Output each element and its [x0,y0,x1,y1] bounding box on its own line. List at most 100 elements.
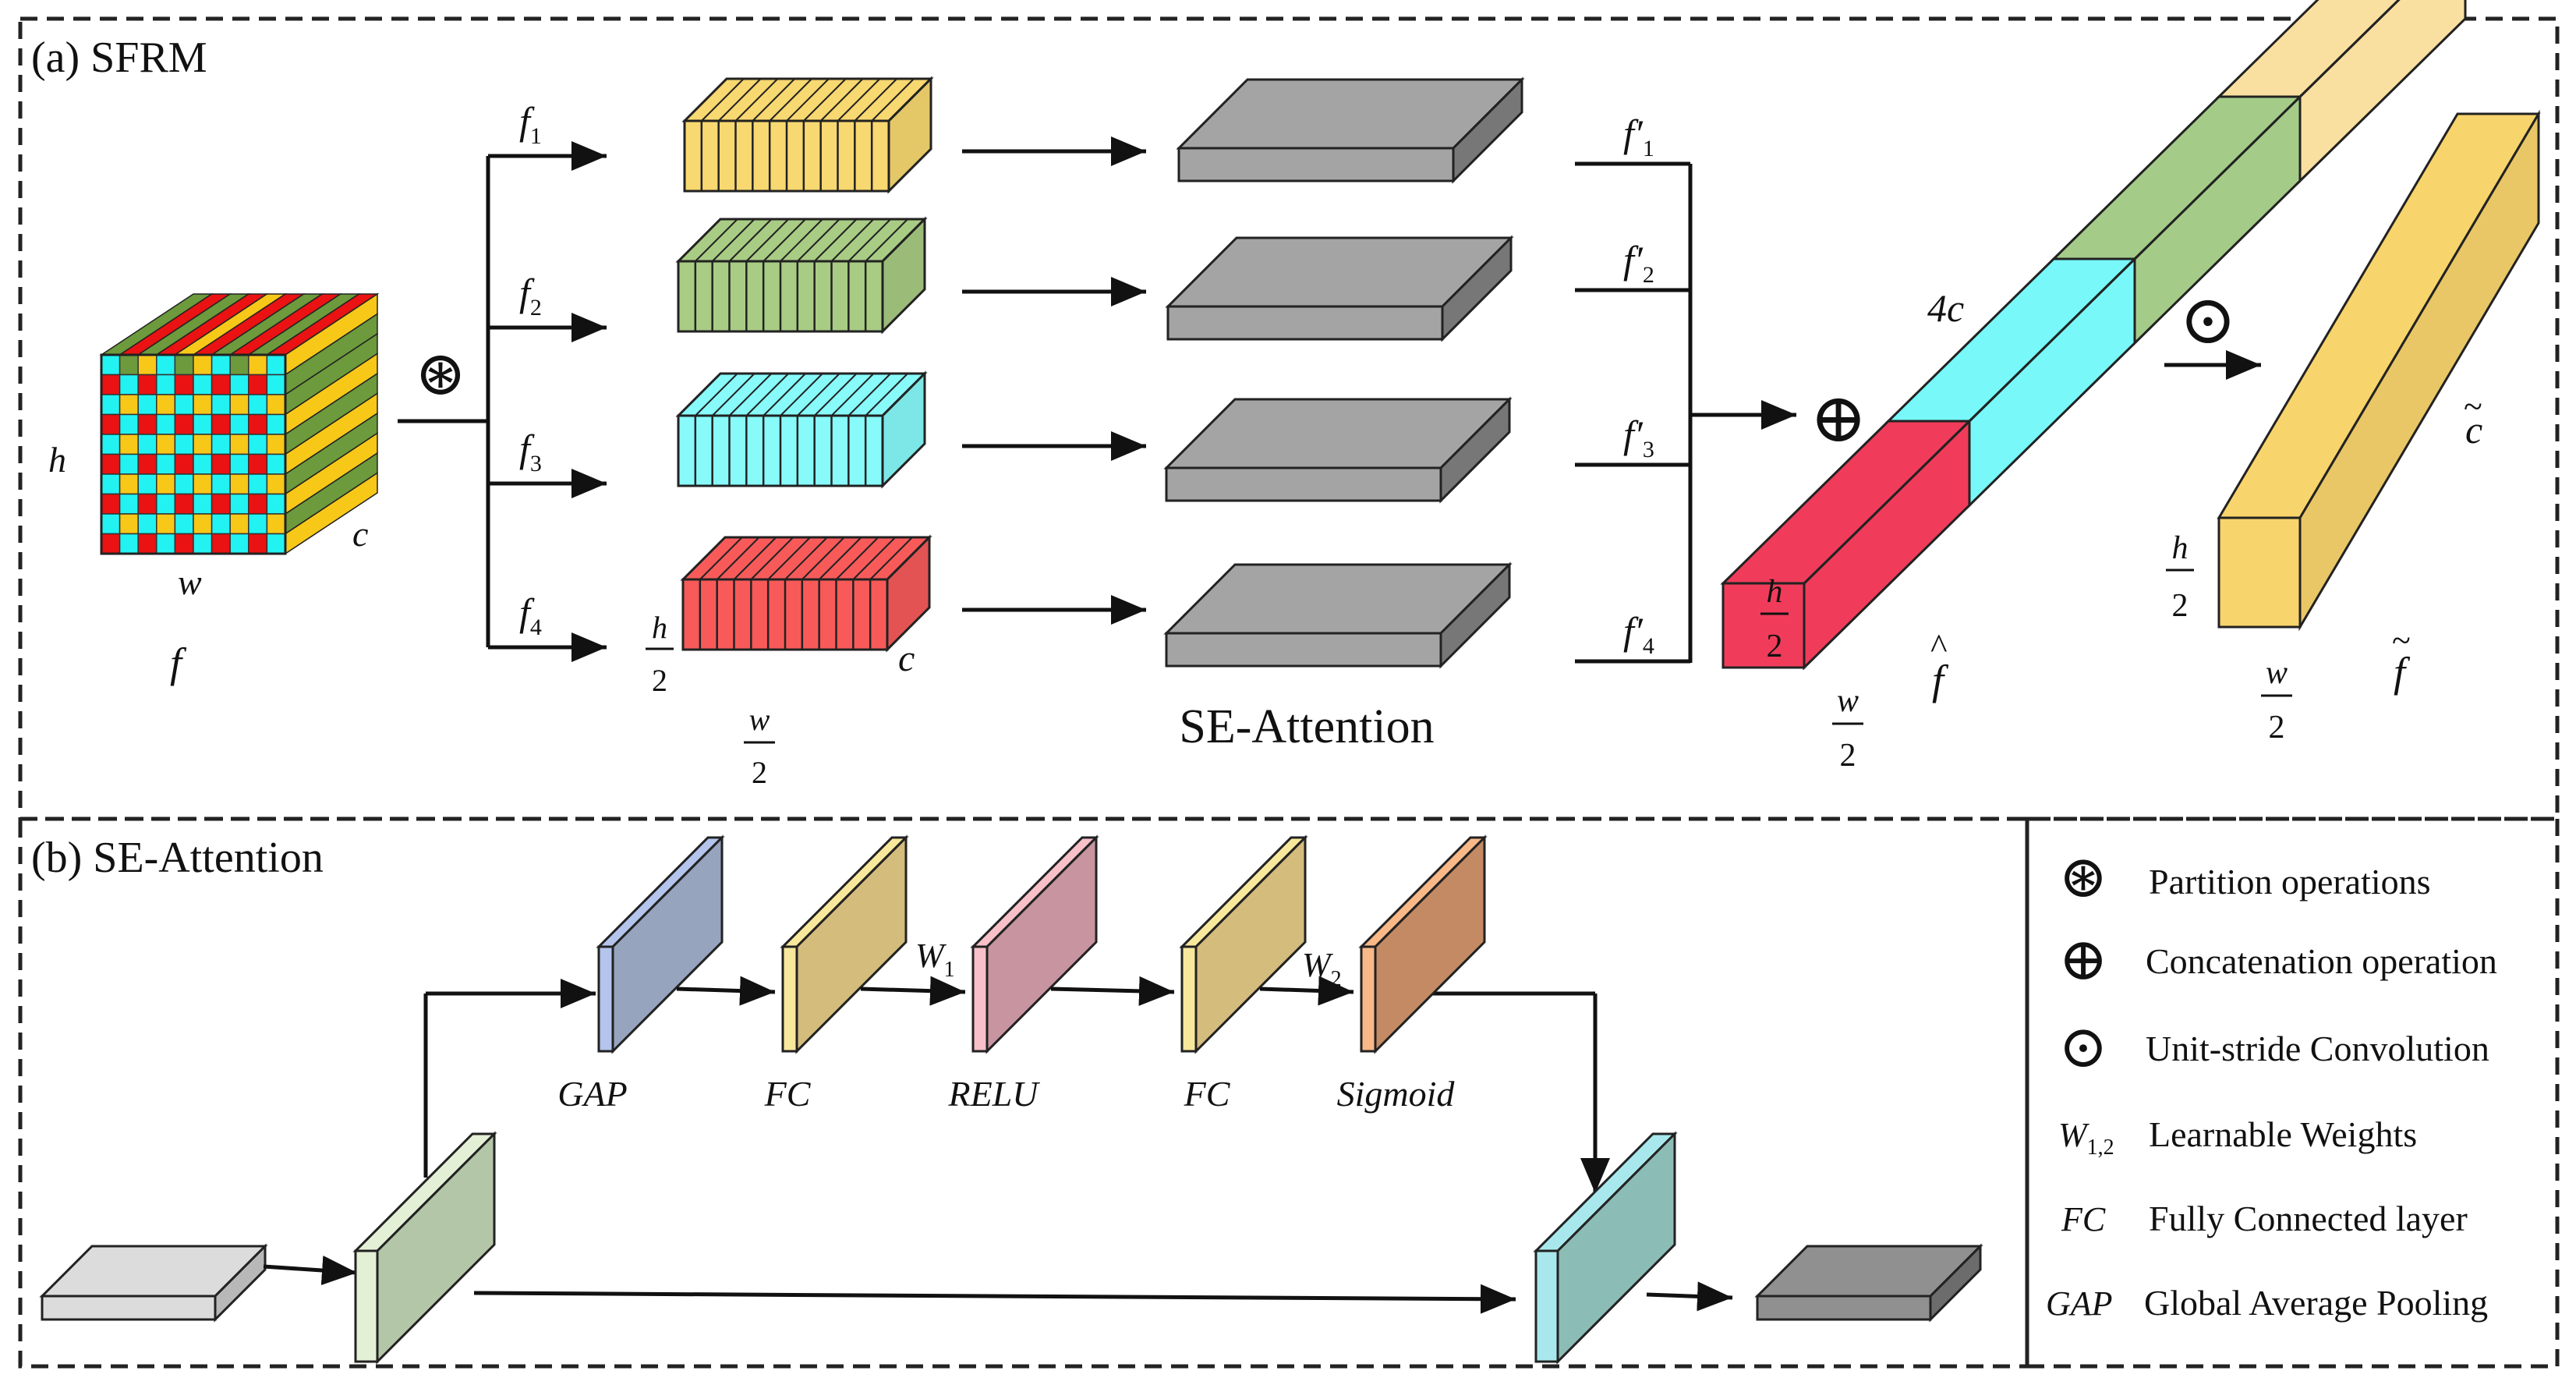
se-layer-label: GAP [557,1074,627,1114]
se-slab-1-front [1177,147,1455,182]
branch-f4-label: f4 [519,590,542,640]
legend-weights-text: Learnable Weights [2149,1114,2417,1154]
conv-icon: ⊙ [2179,283,2237,359]
split-block-stripe-top [865,218,908,262]
se-feature-front [354,1249,379,1363]
input-cube-cell [193,434,213,455]
se-skip-arrow [473,1284,1516,1314]
input-cube-cell [174,354,194,376]
split-block-stripe-top [695,218,738,262]
input-cube-cell [266,453,286,475]
input-cube-cell [193,413,213,435]
se-slab-1 [1176,76,1525,184]
input-cube-cell [137,354,157,376]
input-cube-cell [193,473,213,495]
input-cube-cell [119,394,139,416]
input-cube-cell [101,473,121,495]
input-cube-cell [193,493,213,515]
input-cube-cell [211,493,231,515]
input-cube-cell [266,513,286,535]
input-cube-cell [193,354,213,376]
input-cube-cell [101,493,121,515]
se-layer-label: RELU [948,1074,1041,1114]
input-cube-cell [266,434,286,455]
concat-segment-3 [2051,94,2303,346]
split-block-2 [675,216,928,335]
input-cube-cell [156,374,176,395]
split-block-stripe-top [728,218,773,262]
input-cube-cell [101,434,121,455]
input-cube-cell [174,493,194,515]
input-cube-cell [119,493,139,515]
split-block-stripe-top [716,537,760,580]
input-cube-cell [229,493,249,515]
output-feature-bar [2217,109,2541,632]
input-cube-cell [156,533,176,554]
input-cube-cell [193,453,213,475]
input-cube-cell [156,354,176,376]
concat-f-hat: ^ [1930,626,1948,666]
se-layer-fc-2 [780,834,909,1054]
input-cube-cell [248,434,268,455]
input-cube-cell [156,513,176,535]
split-block-stripe-top [769,78,812,122]
input-cube-cell [137,413,157,435]
panel-b-frame [18,816,2029,1369]
se-layer-relu-3 [970,834,1099,1054]
output-c-tilde: ~ [2464,388,2482,426]
input-cube-cell [174,533,194,554]
input-cube-cell [266,394,286,416]
legend-partition-text: Partition operations [2149,862,2431,901]
se-scaled-front [1534,1249,1559,1363]
split-block-stripe-top [835,537,879,580]
input-cube-cell [156,473,176,495]
input-cube-cell [229,473,249,495]
split-block-stripe-top [711,218,755,262]
split-block-stripe-top [869,537,913,580]
input-cube-cell [119,453,139,475]
input-cube-cell [266,413,286,435]
se-slab-4 [1163,561,1513,669]
input-cube-cell [119,513,139,535]
input-cube-cell [101,394,121,416]
concatenated-feature-bar [1720,0,2467,671]
split-block-stripe-top [699,537,743,580]
branch-fprime3-label: f′3 [1623,413,1654,462]
concat-w-den: 2 [1840,738,1856,774]
input-cube-cell [193,533,213,554]
split-block-stripe-top [786,78,830,122]
input-cube-cell [266,533,286,554]
input-cube-cell [101,413,121,435]
se-layer-front [781,945,798,1053]
input-cube-cell [248,453,268,475]
input-h-label: h [48,440,66,480]
split-c-label: c [898,638,915,679]
se-slab-4-side [1439,561,1511,669]
input-cube-cell [248,413,268,435]
se-slab-1-side [1452,76,1523,184]
legend-concat-icon: ⊕ [2058,927,2108,993]
split-w-den: 2 [752,755,767,790]
se-slab-2-side [1441,235,1513,342]
input-cube-cell [137,374,157,395]
se-scaled-side [1556,1131,1676,1365]
split-h-den: 2 [652,663,667,698]
input-cube-cell [174,453,194,475]
split-block-side [887,76,932,194]
input-cube-cell [119,434,139,455]
split-block-stripe-top [813,218,858,262]
split-block-stripe-top [837,78,881,122]
legend-concat-text: Concatenation operation [2146,941,2497,981]
legend-weights-icon: W1,2 [2058,1116,2114,1160]
split-block-stripe-top [711,373,755,416]
se-input-slab [39,1243,268,1323]
input-cube-cell [174,394,194,416]
se-layer-gap-1 [596,834,725,1054]
input-cube-outline [100,353,287,555]
input-f-label: f [170,639,187,686]
split-block-stripe-top [830,218,875,262]
weight-w1-label: W1 [915,937,955,982]
se-output-slab [1754,1243,1983,1323]
split-block-stripe-top [695,373,738,416]
split-block-stripe-top [767,537,811,580]
